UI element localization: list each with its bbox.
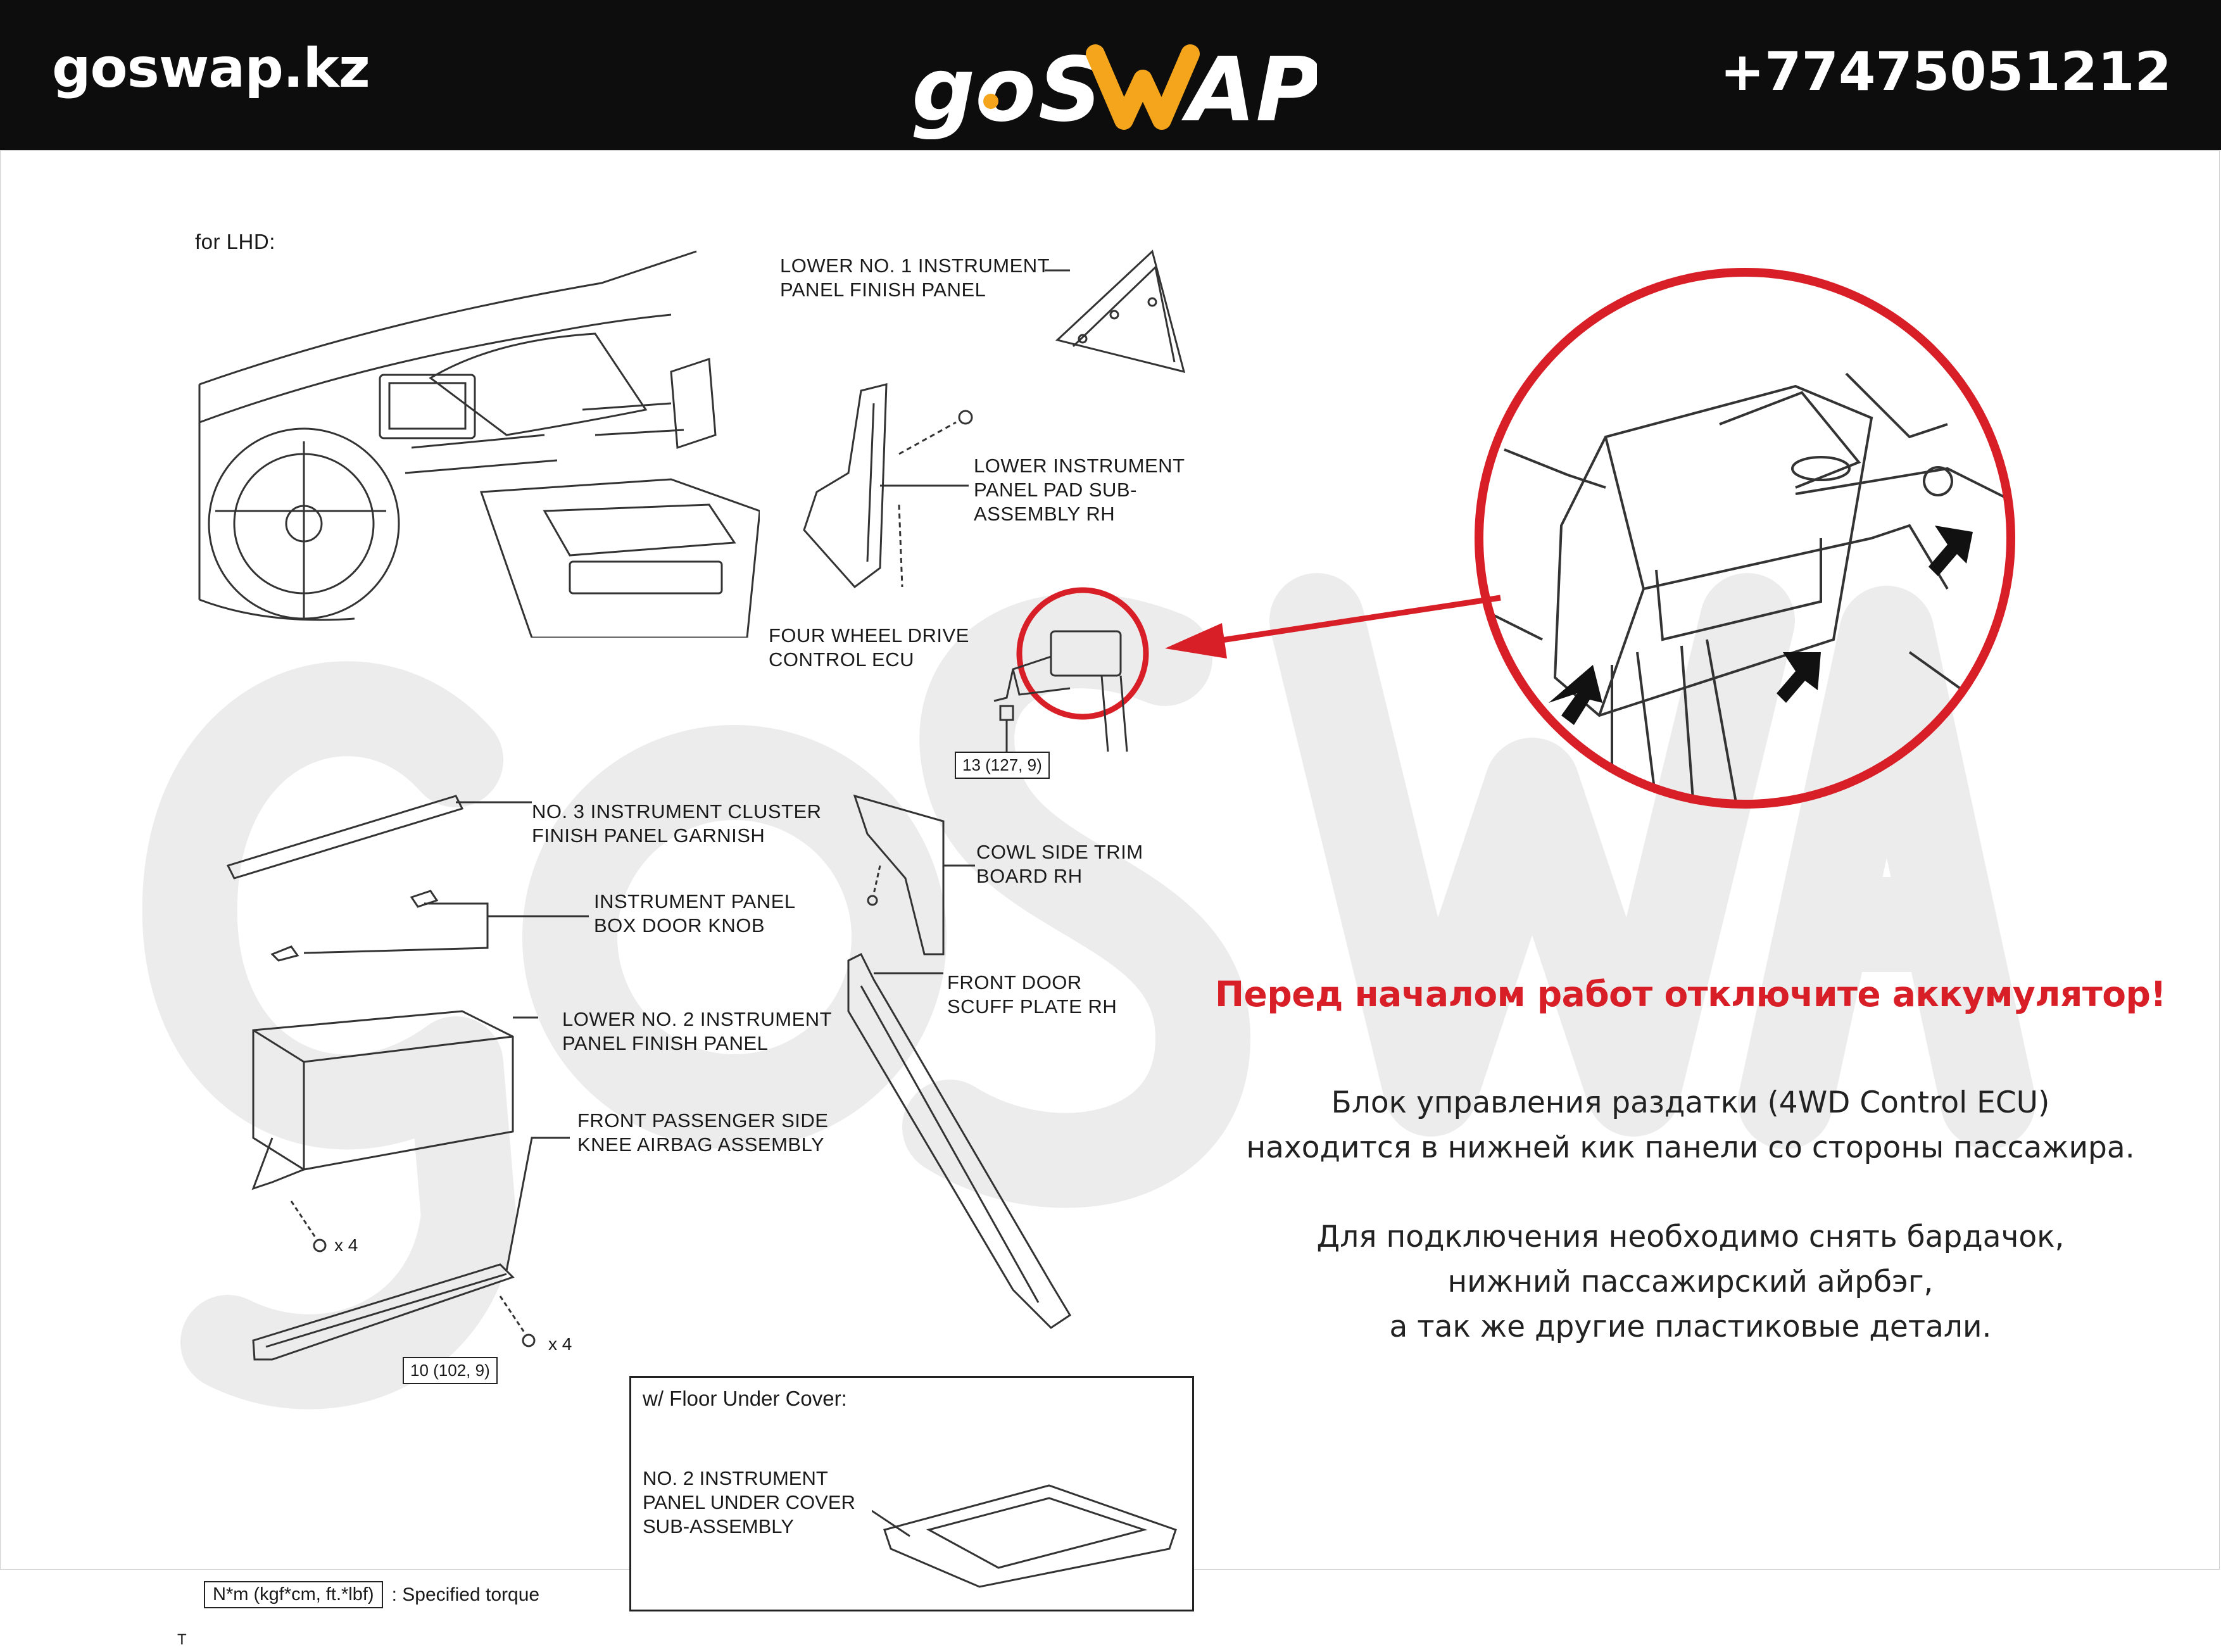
removal-instructions-line-2: нижний пассажирский айрбэг,	[1447, 1264, 1934, 1299]
svg-text:AP: AP	[1181, 39, 1317, 139]
removal-instructions-line-3: а так же другие пластиковые детали.	[1389, 1309, 1992, 1344]
torque-knee-airbag: 10 (102, 9)	[403, 1357, 498, 1384]
ecu-part-detail	[993, 587, 1149, 758]
floor-under-cover-box: w/ Floor Under Cover: NO. 2 INSTRUMENT P…	[629, 1376, 1194, 1611]
under-cover-part	[872, 1484, 1177, 1588]
glovebox-bolt-count: x 4	[334, 1235, 358, 1255]
site-url[interactable]: goswap.kz	[52, 37, 370, 100]
label-lower-no2-finish-panel: LOWER NO. 2 INSTRUMENT PANEL FINISH PANE…	[562, 1008, 833, 1054]
torque-ecu: 13 (127, 9)	[955, 752, 1050, 779]
svg-text:go: go	[912, 39, 1036, 139]
label-4wd-control-ecu: FOUR WHEEL DRIVE CONTROL ECU	[769, 624, 969, 671]
ecu-location-line-2: находится в нижней кик панели со стороны…	[1246, 1130, 2135, 1165]
corner-mark: T	[177, 1631, 187, 1648]
torque-legend: N*m (kgf*cm, ft.*lbf) : Specified torque	[204, 1581, 539, 1608]
cowl-side-trim-part	[853, 794, 975, 955]
label-box-door-knob: INSTRUMENT PANEL BOX DOOR KNOB	[594, 890, 796, 936]
box-door-knob-parts	[270, 890, 589, 962]
cluster-garnish-part	[226, 795, 532, 880]
parts-diagram: for LHD: LOWER NO. 1 INSTRUMENT PANEL FI…	[0, 150, 1266, 1648]
label-cluster-finish-garnish: NO. 3 INSTRUMENT CLUSTER FINISH PANEL GA…	[532, 800, 822, 847]
dashboard-drawing	[198, 250, 760, 638]
drive-side-label: for LHD:	[195, 230, 275, 253]
airbag-bolt-count: x 4	[548, 1334, 572, 1354]
label-lower-instrument-panel-pad: LOWER INSTRUMENT PANEL PAD SUB- ASSEMBLY…	[974, 455, 1185, 525]
label-lower-no1-finish-panel: LOWER NO. 1 INSTRUMENT PANEL FINISH PANE…	[780, 255, 1050, 301]
legend-text: : Specified torque	[391, 1584, 540, 1605]
label-under-cover: NO. 2 INSTRUMENT PANEL UNDER COVER SUB-A…	[643, 1467, 855, 1537]
removal-instructions-line-1: Для подключения необходимо снять бардачо…	[1316, 1220, 2065, 1254]
knee-airbag-part	[252, 1137, 570, 1361]
front-door-scuff-part	[847, 952, 1072, 1329]
label-front-door-scuff: FRONT DOOR SCUFF PLATE RH	[947, 971, 1117, 1018]
battery-warning: Перед началом работ отключите аккумулято…	[1215, 974, 2166, 1014]
floor-box-title: w/ Floor Under Cover:	[643, 1387, 847, 1410]
goswap-logo: go S AP	[912, 39, 1317, 139]
ecu-callout-magnified	[1475, 268, 2015, 809]
lower-instrument-panel-pad-part	[803, 383, 973, 589]
header-bar: goswap.kz go S AP +77475051212	[0, 0, 2221, 150]
glovebox-part	[251, 1010, 538, 1252]
lower-no1-finish-panel-part	[1045, 249, 1186, 374]
label-cowl-side-trim: COWL SIDE TRIM BOARD RH	[976, 841, 1143, 887]
label-knee-airbag: FRONT PASSENGER SIDE KNEE AIRBAG ASSEMBL…	[577, 1109, 829, 1156]
legend-units: N*m (kgf*cm, ft.*lbf)	[204, 1581, 383, 1608]
ecu-location-line-1: Блок управления раздатки (4WD Control EC…	[1331, 1085, 2050, 1120]
phone-number[interactable]: +77475051212	[1720, 41, 2172, 103]
callout-arrow	[1165, 595, 1501, 659]
